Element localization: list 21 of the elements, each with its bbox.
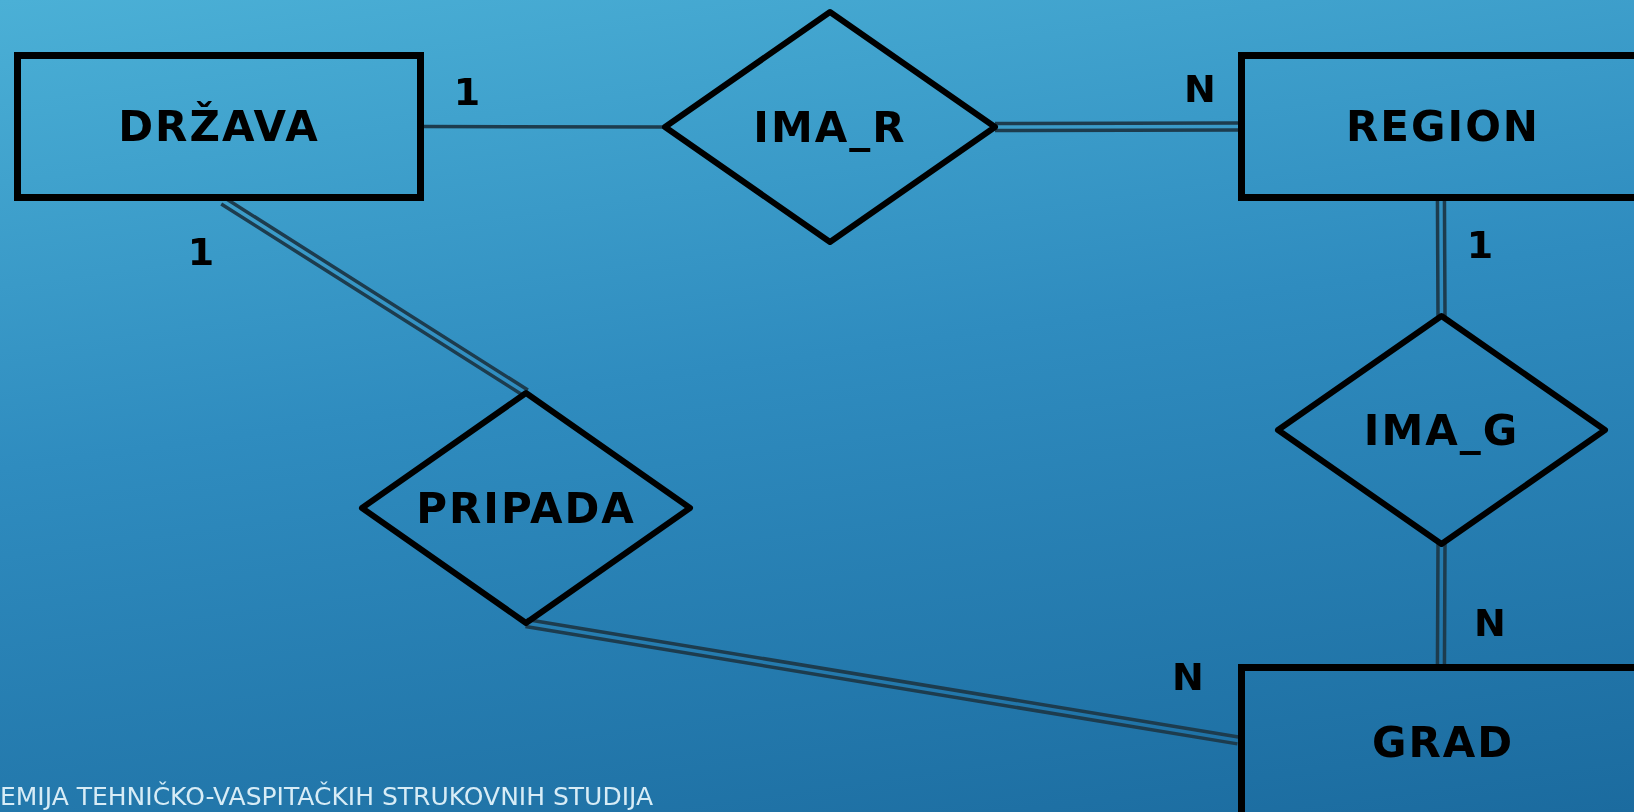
cardinality-label: N bbox=[1172, 655, 1204, 699]
cardinality-label: 1 bbox=[187, 230, 215, 274]
relationship-line bbox=[523, 617, 1241, 746]
cardinality-label: N bbox=[1474, 601, 1506, 645]
cardinality-label: N bbox=[1184, 67, 1216, 111]
entity-box bbox=[14, 52, 424, 201]
relationship-line bbox=[993, 121, 1240, 133]
cardinality-label: 1 bbox=[453, 70, 481, 114]
cardinality-label: 1 bbox=[1466, 223, 1494, 267]
entity-name: GRAD bbox=[1371, 717, 1515, 767]
relationship-line bbox=[424, 124, 665, 129]
entity-box bbox=[1238, 664, 1634, 812]
entity-box bbox=[1238, 52, 1634, 201]
relationship-name: PRIPADA bbox=[416, 483, 636, 533]
relationship-name: IMA_R bbox=[753, 102, 907, 152]
entity-name: REGION bbox=[1346, 102, 1540, 151]
relationship-line bbox=[1435, 199, 1447, 318]
relationship-name: IMA_G bbox=[1363, 405, 1520, 455]
relationship-line bbox=[1435, 542, 1447, 666]
footer-text: EMIJA TEHNIČKO-VASPITAČKIH STRUKOVNIH STUDIJA bbox=[0, 782, 654, 811]
entity-name: DRŽAVA bbox=[118, 102, 320, 151]
